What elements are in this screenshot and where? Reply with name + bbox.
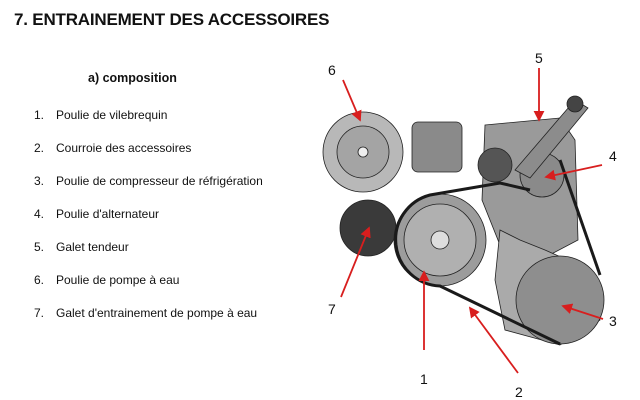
component-list: 1. Poulie de vilebrequin 2. Courroie des a… bbox=[34, 108, 263, 339]
accessory-belt bbox=[394, 159, 602, 346]
item-number: 5. bbox=[34, 240, 45, 254]
item-label: Poulie de pompe à eau bbox=[56, 273, 180, 287]
callout-arrows bbox=[340, 68, 604, 374]
water-pump-drive-roller bbox=[339, 199, 397, 257]
tensioner-pulley bbox=[477, 147, 513, 183]
item-label: Poulie de compresseur de réfrigération bbox=[56, 174, 263, 188]
item-number: 3. bbox=[34, 174, 45, 188]
item-label: Poulie d'alternateur bbox=[56, 207, 160, 221]
item-number: 6. bbox=[34, 273, 45, 287]
pump-housing bbox=[411, 121, 463, 173]
compressor-pulley bbox=[515, 255, 605, 345]
list-item: 2. Courroie des accessoires bbox=[34, 141, 263, 174]
item-number: 7. bbox=[34, 306, 45, 320]
callout-1: 1 bbox=[420, 371, 428, 387]
item-number: 2. bbox=[34, 141, 45, 155]
callout-7: 7 bbox=[328, 301, 336, 317]
callout-2: 2 bbox=[515, 384, 523, 400]
item-label: Courroie des accessoires bbox=[56, 141, 192, 155]
section-heading: a) composition bbox=[88, 71, 177, 85]
callout-6: 6 bbox=[328, 62, 336, 78]
callout-5: 5 bbox=[535, 50, 543, 66]
item-label: Galet d'entrainement de pompe à eau bbox=[56, 306, 258, 320]
tensioner-arm bbox=[514, 99, 589, 179]
list-item: 4. Poulie d'alternateur bbox=[34, 207, 263, 240]
list-item: 6. Poulie de pompe à eau bbox=[34, 273, 263, 306]
list-item: 1. Poulie de vilebrequin bbox=[34, 108, 263, 141]
item-label: Poulie de vilebrequin bbox=[56, 108, 168, 122]
item-number: 1. bbox=[34, 108, 45, 122]
page-title: 7. ENTRAINEMENT DES ACCESSOIRES bbox=[14, 10, 330, 29]
callout-3: 3 bbox=[609, 313, 617, 329]
item-number: 4. bbox=[34, 207, 45, 221]
list-item: 5. Galet tendeur bbox=[34, 240, 263, 273]
list-item: 7. Galet d'entrainement de pompe à eau bbox=[34, 306, 263, 339]
callout-4: 4 bbox=[609, 148, 617, 164]
list-item: 3. Poulie de compresseur de réfrigération bbox=[34, 174, 263, 207]
item-label: Galet tendeur bbox=[56, 240, 129, 254]
